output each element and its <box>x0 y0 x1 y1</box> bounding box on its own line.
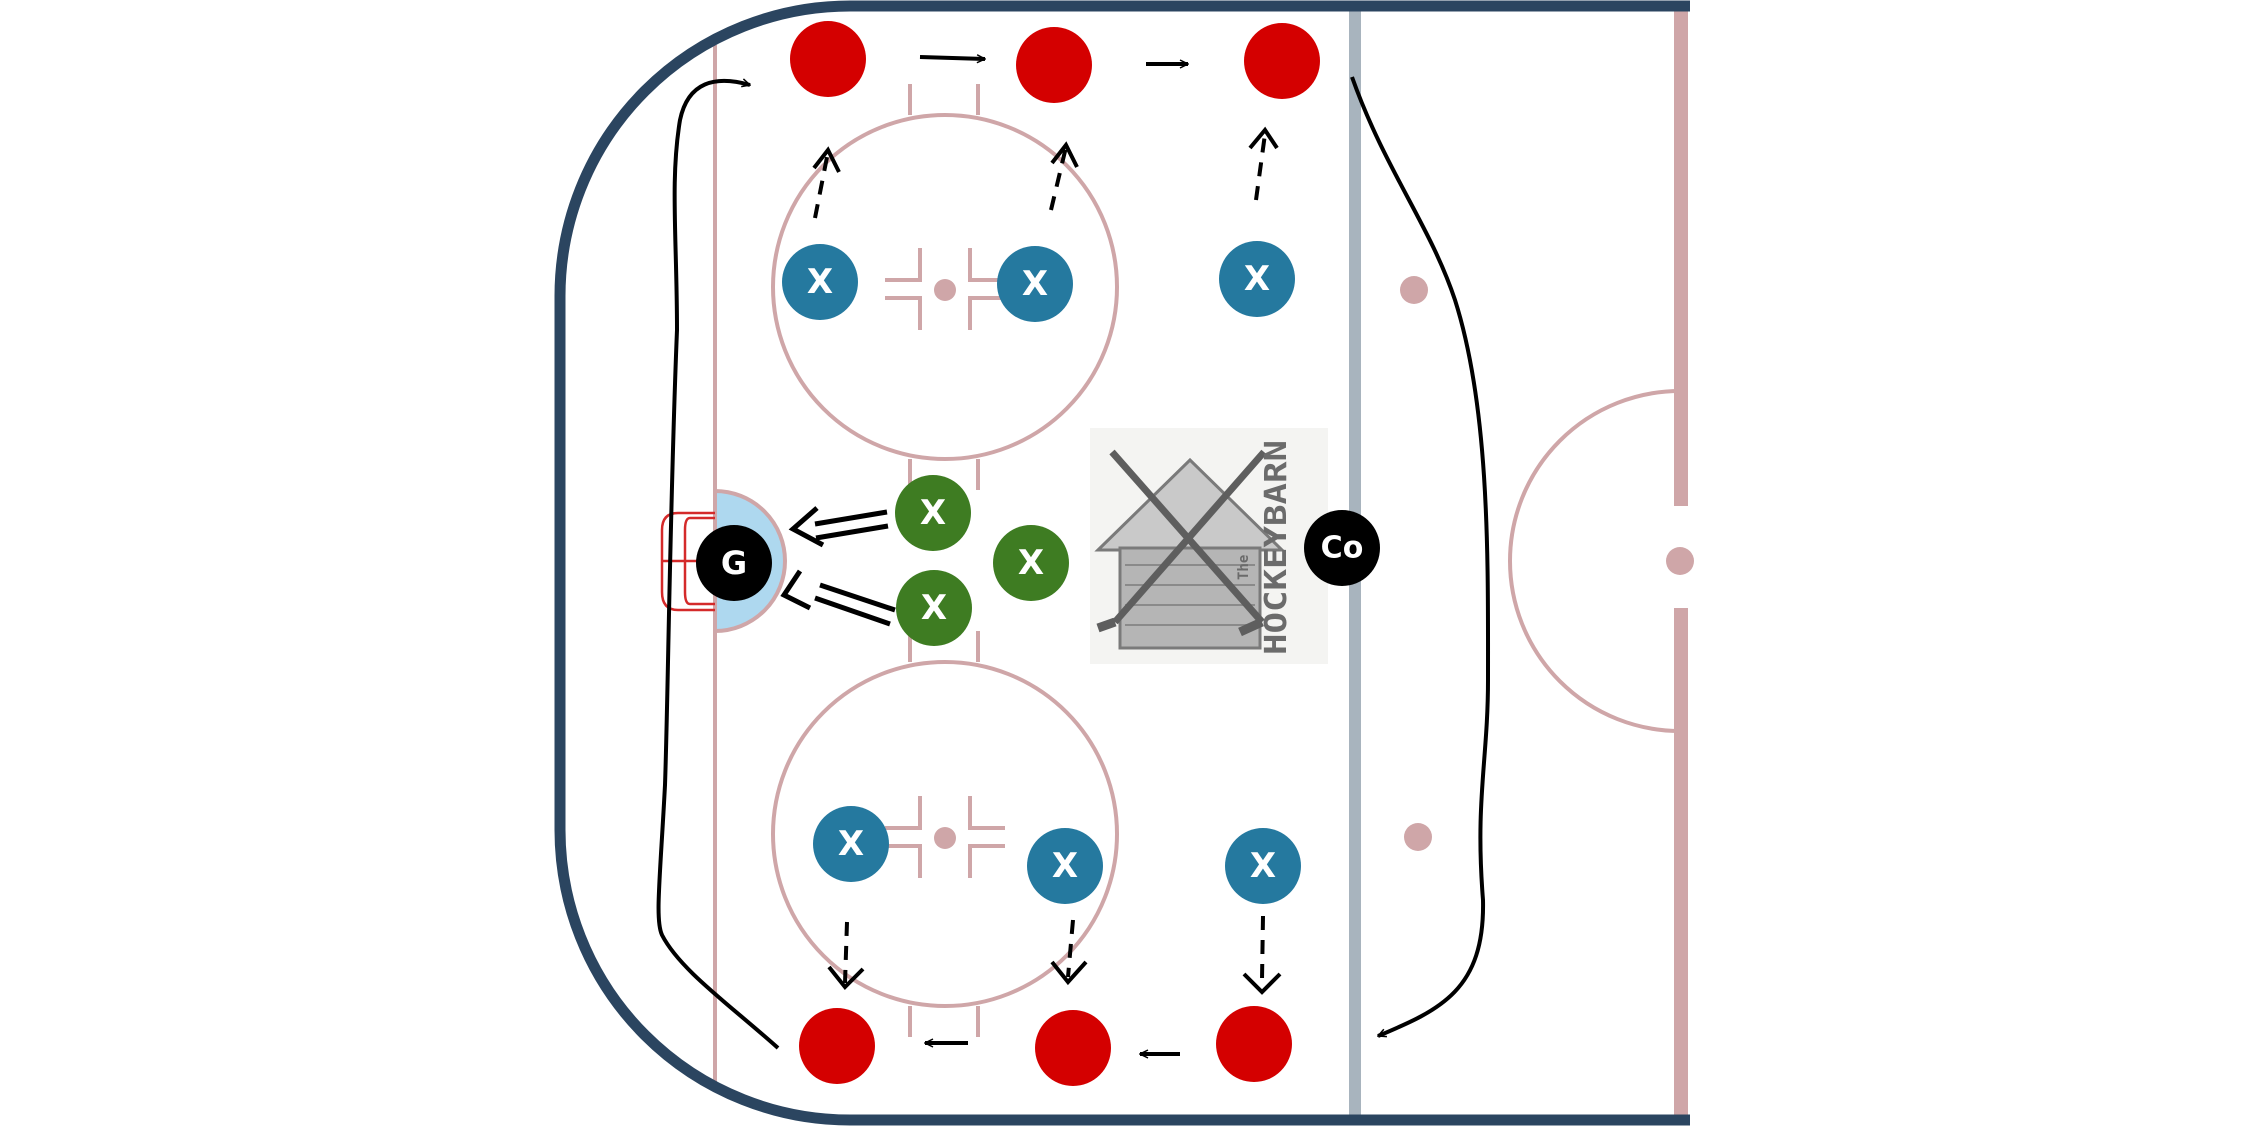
shooter-3 <box>993 525 1069 601</box>
faceoff-circle-top <box>771 84 1119 490</box>
pass-arrows <box>919 57 1188 1054</box>
shooter-1-label: X <box>920 493 946 533</box>
forward-bottom-3-label: X <box>1250 846 1276 886</box>
puck-pile-top-3 <box>1244 23 1320 99</box>
forward-bottom-1 <box>813 806 889 882</box>
puck-pile-top-2 <box>1016 27 1092 103</box>
logo-name: HOCKEYBARN <box>1259 440 1294 655</box>
players: X X X X X X X X X G Co <box>696 241 1380 904</box>
shot-arrows <box>780 506 896 627</box>
forward-top-2-label: X <box>1022 264 1048 304</box>
forward-bottom-2 <box>1027 828 1103 904</box>
shooter-2 <box>896 570 972 646</box>
shooter-3-label: X <box>1018 543 1044 583</box>
coach <box>1304 510 1380 586</box>
coach-label: Co <box>1321 531 1364 566</box>
dashed-arrows <box>813 133 1267 984</box>
goalie-label: G <box>721 544 747 582</box>
center-circle <box>1508 389 1681 733</box>
puck-pile-bottom-2 <box>1035 1010 1111 1086</box>
forward-top-2 <box>997 246 1073 322</box>
logo-the: The <box>1236 555 1252 580</box>
faceoff-dot-bottom <box>934 827 956 849</box>
shooter-2-label: X <box>921 588 947 628</box>
hockey-barn-logo: The HOCKEYBARN <box>1090 428 1328 664</box>
forward-top-3-label: X <box>1244 259 1270 299</box>
faceoff-circle-bottom <box>771 631 1119 1037</box>
forward-top-1-label: X <box>807 262 833 302</box>
neutral-dot-top <box>1400 276 1428 304</box>
forward-bottom-1-label: X <box>838 824 864 864</box>
puck-pile-top-1 <box>790 21 866 97</box>
skating-paths <box>656 76 1491 1050</box>
forward-top-1 <box>782 244 858 320</box>
forward-bottom-2-label: X <box>1052 846 1078 886</box>
puck-pile-bottom-1 <box>799 1008 875 1084</box>
center-faceoff-dot <box>1666 547 1694 575</box>
puck-pile-bottom-3 <box>1216 1006 1292 1082</box>
forward-bottom-3 <box>1225 828 1301 904</box>
neutral-dot-bottom <box>1404 823 1432 851</box>
boards <box>554 0 1690 1126</box>
shooter-1 <box>895 475 971 551</box>
dashed-arrow-heads <box>812 126 1282 995</box>
forward-top-3 <box>1219 241 1295 317</box>
faceoff-dot-top <box>934 279 956 301</box>
goalie <box>696 525 772 601</box>
